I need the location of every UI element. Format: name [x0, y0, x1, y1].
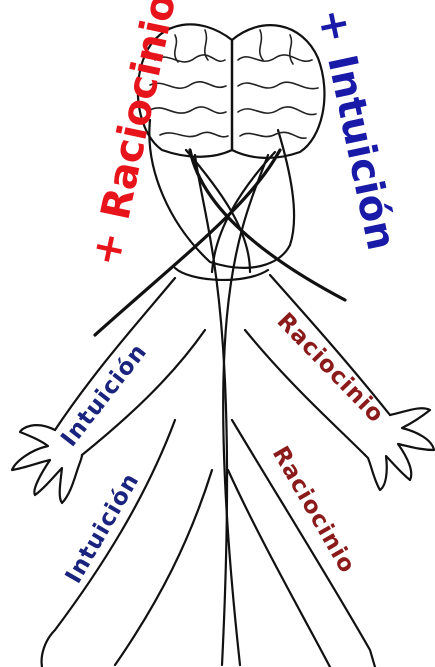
label-left-leg-intuicion: Intuición [61, 469, 145, 588]
neck-line [175, 268, 268, 280]
label-right-leg-raciocinio: Raciocinio [267, 442, 361, 578]
label-plus-intuicion: + Intuición [308, 5, 404, 255]
label-right-arm-raciocinio: Raciocinio [272, 308, 389, 428]
right-leg [228, 420, 375, 667]
label-plus-raciocinio: + Raciocinio [83, 0, 186, 270]
label-left-arm-intuicion: Intuición [56, 339, 152, 452]
left-leg [42, 420, 212, 667]
head-outline [149, 120, 294, 268]
